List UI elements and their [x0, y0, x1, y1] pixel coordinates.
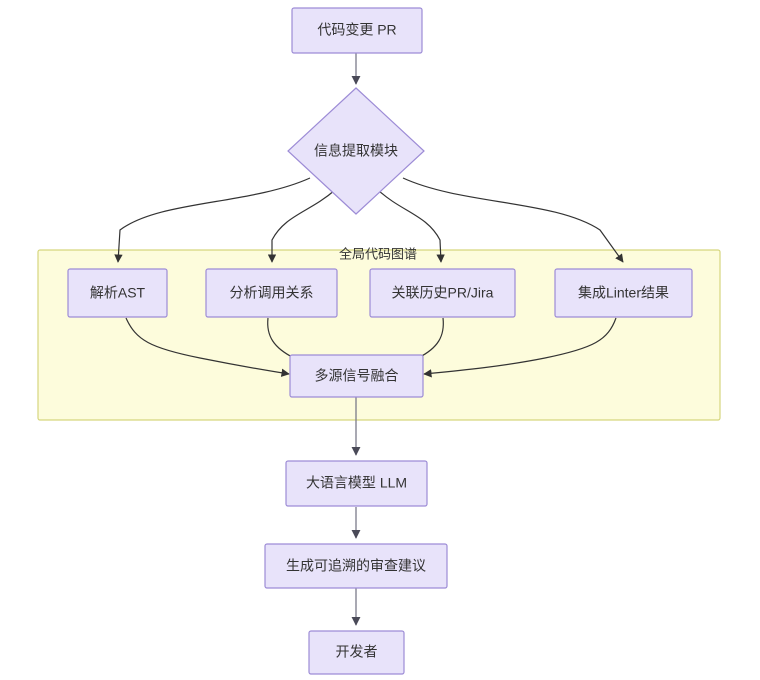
node-callgraph-shape[interactable] — [205, 268, 338, 318]
node-history-shape[interactable] — [369, 268, 516, 318]
edge-extract-to-ast — [114, 177, 311, 263]
node-callgraph[interactable]: 分析调用关系 — [205, 268, 338, 318]
node-extract[interactable]: 信息提取模块 — [287, 87, 425, 215]
node-ast-shape[interactable] — [67, 268, 168, 318]
edge-extract-to-callgraph — [267, 189, 336, 263]
node-history[interactable]: 关联历史PR/Jira — [369, 268, 516, 318]
node-llm[interactable]: 大语言模型 LLM — [285, 460, 428, 507]
node-llm-shape[interactable] — [285, 460, 428, 507]
node-advice-shape[interactable] — [264, 543, 448, 589]
edge-linter-to-fusion — [423, 317, 617, 378]
edge-extract-to-history — [377, 189, 445, 263]
node-developer-shape[interactable] — [308, 630, 405, 675]
node-fusion[interactable]: 多源信号融合 — [289, 354, 424, 398]
node-extract-shape[interactable] — [287, 87, 425, 215]
node-developer[interactable]: 开发者 — [308, 630, 405, 675]
edge-ast-to-fusion — [125, 317, 290, 377]
cluster-label-global-code-graph: 全局代码图谱 — [339, 246, 417, 261]
node-pr-shape[interactable] — [291, 7, 423, 54]
node-fusion-shape[interactable] — [289, 354, 424, 398]
node-ast[interactable]: 解析AST — [67, 268, 168, 318]
node-advice[interactable]: 生成可追溯的审查建议 — [264, 543, 448, 589]
node-linter-shape[interactable] — [554, 268, 693, 318]
node-pr[interactable]: 代码变更 PR — [291, 7, 423, 54]
node-linter[interactable]: 集成Linter结果 — [554, 268, 693, 318]
edge-extract-to-linter — [402, 177, 624, 263]
